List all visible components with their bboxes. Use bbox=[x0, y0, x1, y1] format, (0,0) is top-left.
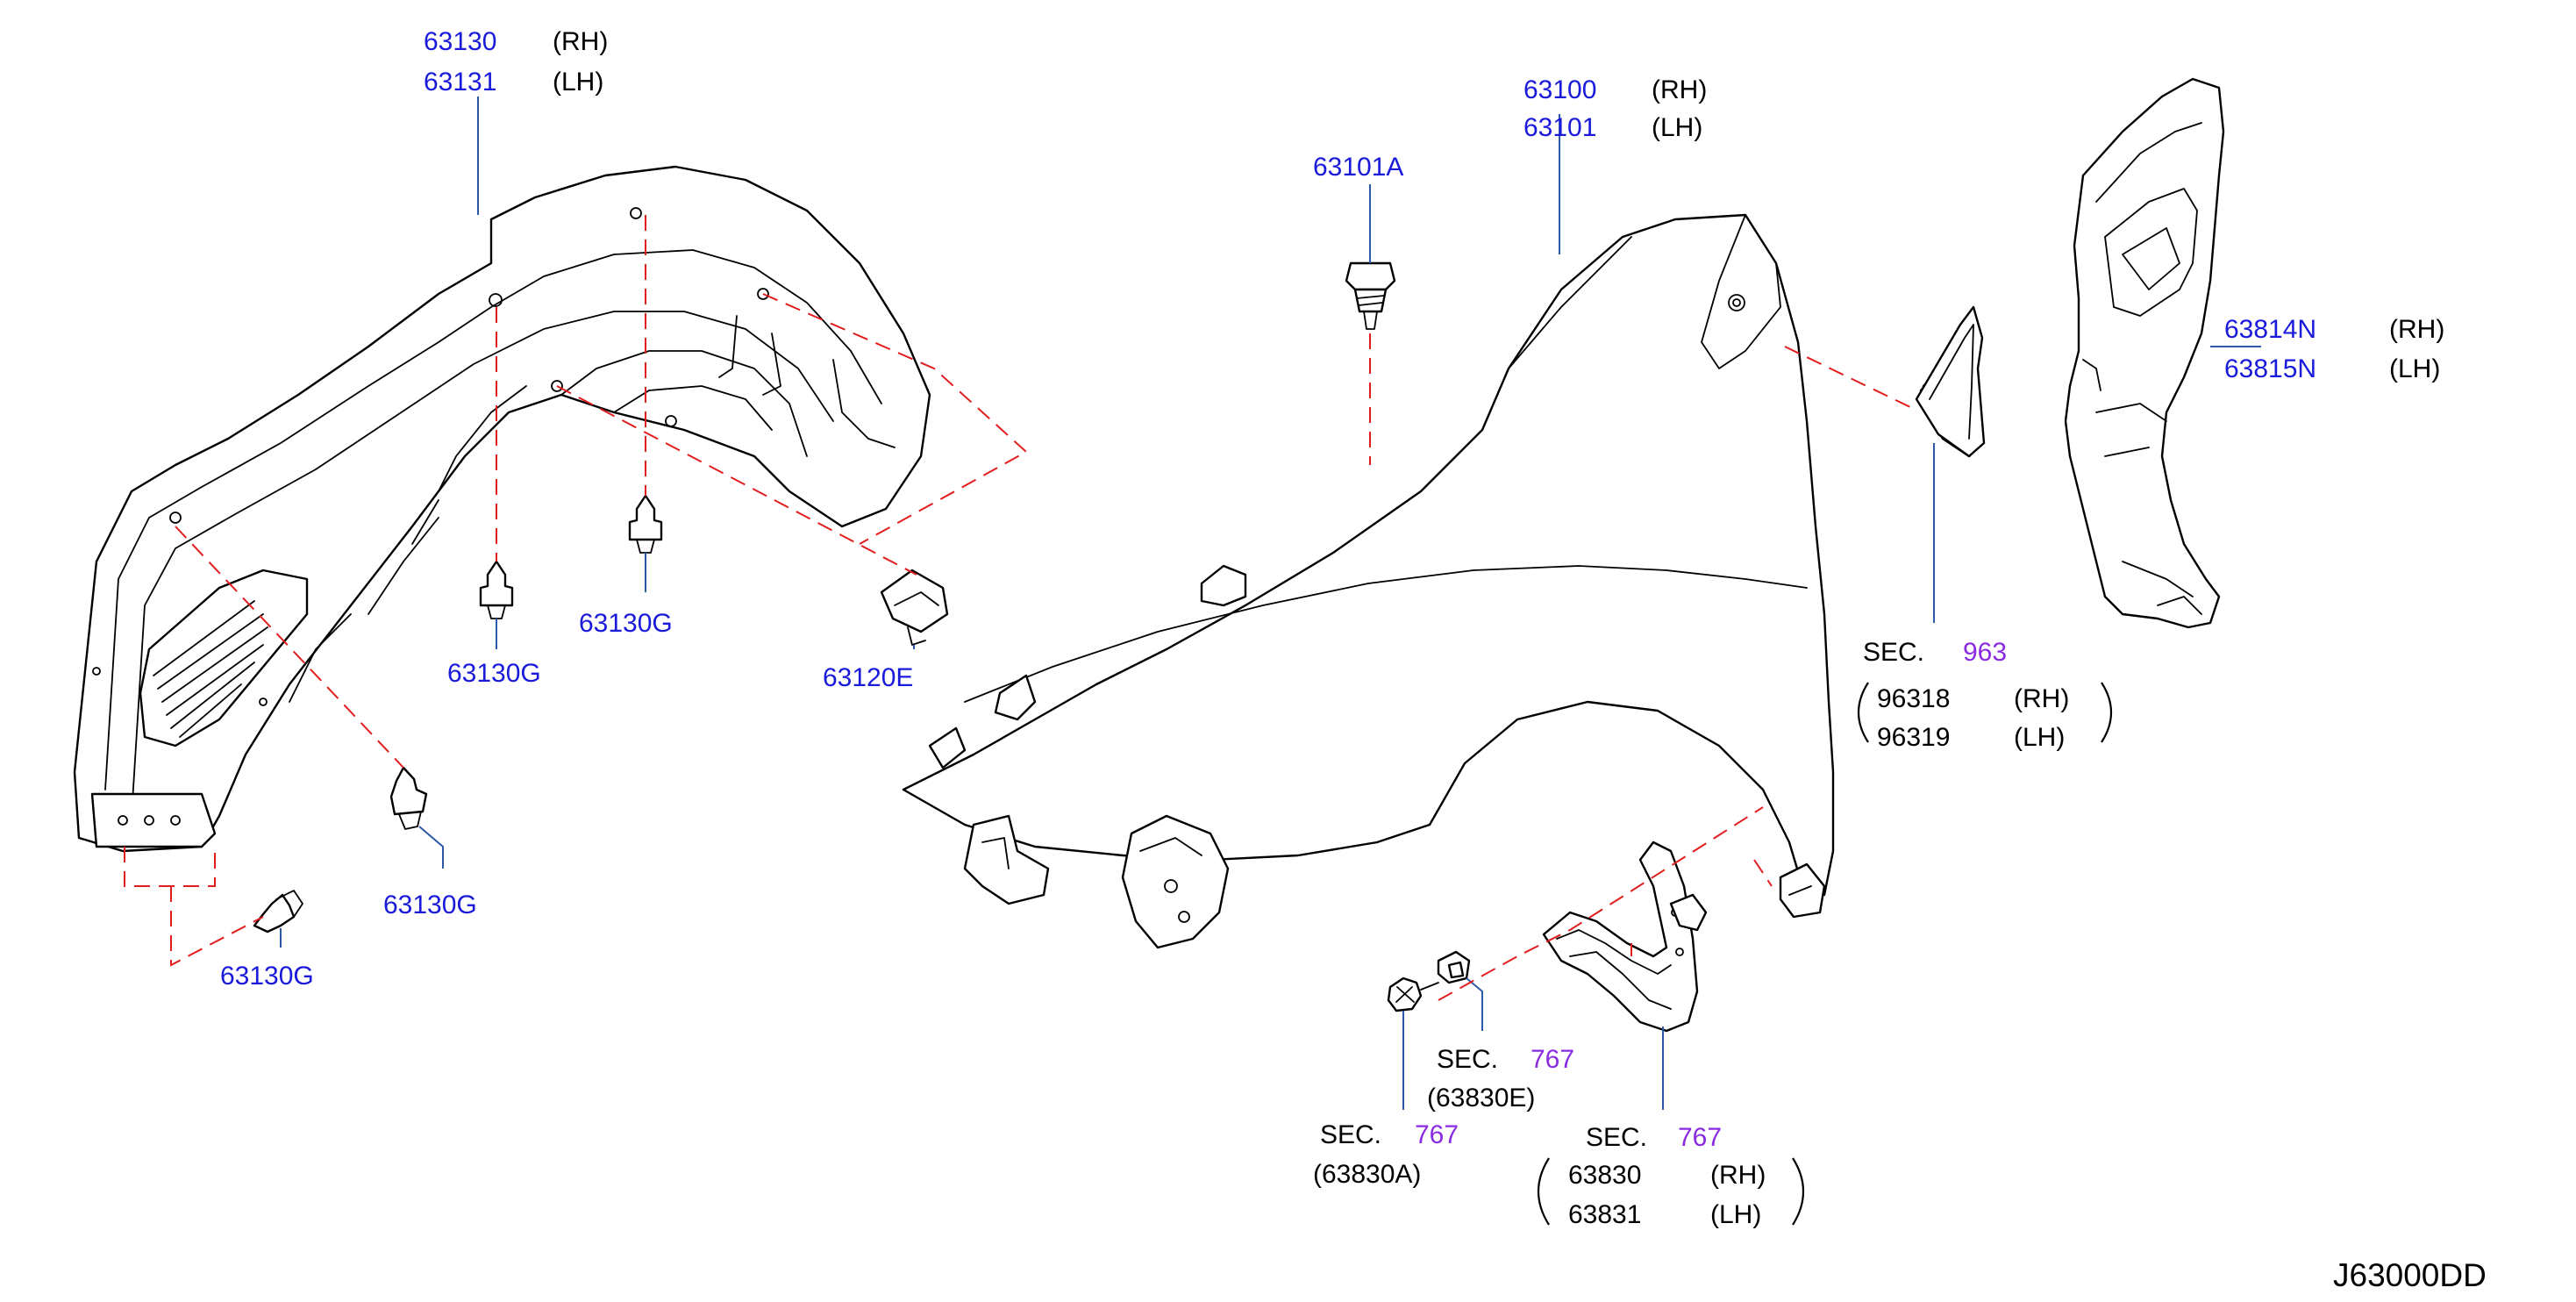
sec-prefix: SEC. bbox=[1437, 1045, 1498, 1074]
label-clip-a: 63130G bbox=[447, 659, 541, 688]
part-number-lh: 63131 bbox=[424, 68, 496, 97]
label-inner-fender: 63130 (RH) 63131 (LH) bbox=[424, 27, 608, 97]
assembly-guides bbox=[124, 215, 1913, 1001]
fender-insulator bbox=[2064, 77, 2225, 629]
label-sec-767-e: SEC. 767 (63830E) bbox=[1427, 1045, 1574, 1112]
clip-icon bbox=[479, 560, 514, 619]
label-clip-b: 63130G bbox=[579, 609, 673, 638]
screw-icon bbox=[1437, 950, 1471, 984]
paren-open bbox=[1858, 682, 1869, 743]
sec-code: 767 bbox=[1678, 1123, 1722, 1152]
label-insulator: 63814N (RH) 63815N (LH) bbox=[2224, 315, 2444, 383]
part-reference: (63830E) bbox=[1427, 1084, 1535, 1112]
label-clip-c: 63130G bbox=[383, 891, 477, 919]
bracket-icon bbox=[880, 569, 949, 646]
sec-prefix: SEC. bbox=[1586, 1123, 1647, 1152]
sec-code: 963 bbox=[1963, 638, 2007, 667]
fender-seal bbox=[1915, 305, 1986, 458]
label-sec-767-a: SEC. 767 (63830A) bbox=[1313, 1120, 1459, 1189]
front-fender bbox=[902, 213, 1835, 949]
bolt-icon bbox=[1345, 261, 1396, 330]
side-lh: (LH) bbox=[1652, 113, 1702, 142]
label-clip-d: 63130G bbox=[220, 962, 314, 991]
part-number-rh: 63830 bbox=[1568, 1161, 1641, 1190]
part-reference: (63830A) bbox=[1313, 1160, 1421, 1189]
label-bracket: 63120E bbox=[823, 663, 913, 692]
side-rh: (RH) bbox=[553, 27, 608, 56]
side-lh: (LH) bbox=[2014, 723, 2065, 752]
side-rh: (RH) bbox=[2014, 684, 2069, 713]
mud-guard bbox=[1542, 841, 1708, 1033]
screw-icon bbox=[1387, 976, 1439, 1012]
clip-icon bbox=[389, 766, 428, 830]
clip-icon bbox=[253, 890, 303, 934]
paren-close bbox=[2101, 682, 2112, 743]
part-number-rh: 63130 bbox=[424, 27, 496, 56]
side-lh: (LH) bbox=[1710, 1200, 1761, 1229]
part-number-rh: 63814N bbox=[2224, 315, 2316, 344]
paren-close bbox=[1792, 1157, 1805, 1226]
sec-code: 767 bbox=[1415, 1120, 1459, 1149]
leader-lines bbox=[280, 97, 2261, 1110]
side-rh: (RH) bbox=[1652, 75, 1707, 104]
sec-code: 767 bbox=[1531, 1045, 1574, 1074]
label-fender: 63100 (RH) 63101 (LH) bbox=[1523, 75, 1707, 142]
part-number-rh: 63100 bbox=[1523, 75, 1596, 104]
side-lh: (LH) bbox=[2389, 354, 2440, 383]
inner-fender-liner bbox=[73, 165, 931, 853]
clip-icon bbox=[628, 494, 663, 554]
paren-open bbox=[1537, 1157, 1550, 1226]
part-number-lh: 96319 bbox=[1877, 723, 1950, 752]
label-sec-767-mud-guard: SEC. 767 63830 (RH) 63831 (LH) bbox=[1537, 1123, 1805, 1229]
side-rh: (RH) bbox=[2389, 315, 2444, 344]
label-bolt: 63101A bbox=[1313, 153, 1403, 182]
part-number-lh: 63101 bbox=[1523, 113, 1596, 142]
side-lh: (LH) bbox=[553, 68, 603, 97]
sec-prefix: SEC. bbox=[1863, 638, 1924, 667]
part-number-lh: 63831 bbox=[1568, 1200, 1641, 1229]
part-number-rh: 96318 bbox=[1877, 684, 1950, 713]
part-number-lh: 63815N bbox=[2224, 354, 2316, 383]
diagram-code: J63000DD bbox=[2333, 1257, 2487, 1293]
side-rh: (RH) bbox=[1710, 1161, 1766, 1190]
label-sec-963: SEC. 963 96318 (RH) 96319 (LH) bbox=[1858, 638, 2112, 752]
sec-prefix: SEC. bbox=[1320, 1120, 1381, 1149]
